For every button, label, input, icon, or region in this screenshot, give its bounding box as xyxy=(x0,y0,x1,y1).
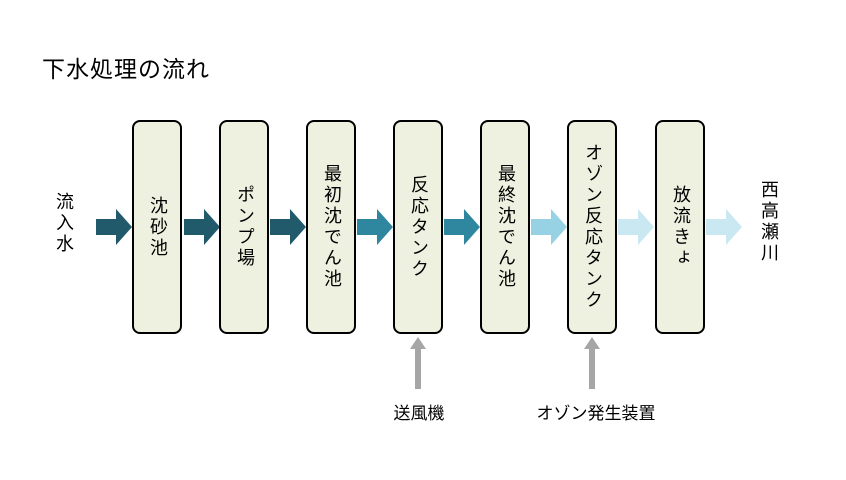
stage-discharge-channel: 放流きょ xyxy=(655,120,705,334)
flow-arrow-6-shape xyxy=(531,209,567,245)
blower-arrow-shape xyxy=(410,337,426,389)
outlet-label: 西高瀬川 xyxy=(758,180,779,264)
flow-arrow-7-shape xyxy=(618,209,654,245)
flow-arrow-5 xyxy=(444,209,480,245)
page-title: 下水処理の流れ xyxy=(42,57,210,83)
flow-arrow-1 xyxy=(96,209,132,245)
flow-arrow-3-shape xyxy=(270,209,306,245)
flow-arrow-2-shape xyxy=(184,209,220,245)
stage-label: 沈砂池 xyxy=(147,195,168,259)
stage-label: 最初沈でん池 xyxy=(321,164,342,290)
ozone-generator-arrow xyxy=(584,337,600,389)
inlet-label: 流入水 xyxy=(53,192,74,255)
stage-label: オゾン反応タンク xyxy=(582,143,603,311)
flow-arrow-6 xyxy=(531,209,567,245)
flow-arrow-4 xyxy=(357,209,393,245)
stage-final-settling-tank: 最終沈でん池 xyxy=(480,120,530,334)
stage-reaction-tank: 反応タンク xyxy=(393,120,443,334)
flow-arrow-8-shape xyxy=(706,209,742,245)
stage-pump-station: ポンプ場 xyxy=(219,120,269,334)
flow-arrow-8 xyxy=(706,209,742,245)
flow-arrow-4-shape xyxy=(357,209,393,245)
stage-label: 最終沈でん池 xyxy=(495,164,516,290)
blower-label: 送風機 xyxy=(393,404,445,424)
flow-arrow-2 xyxy=(184,209,220,245)
stage-label: 放流きょ xyxy=(670,185,691,269)
stage-label: ポンプ場 xyxy=(234,185,255,269)
stage-label: 反応タンク xyxy=(408,174,429,280)
flow-arrow-7 xyxy=(618,209,654,245)
ozone-generator-label: オゾン発生装置 xyxy=(536,404,656,424)
stage-ozone-reaction-tank: オゾン反応タンク xyxy=(567,120,617,334)
flow-arrow-1-shape xyxy=(96,209,132,245)
stage-primary-settling-tank: 最初沈でん池 xyxy=(306,120,356,334)
flow-arrow-3 xyxy=(270,209,306,245)
flow-arrow-5-shape xyxy=(444,209,480,245)
ozone-generator-arrow-shape xyxy=(584,337,600,389)
blower-arrow xyxy=(410,337,426,389)
stage-grit-chamber: 沈砂池 xyxy=(132,120,182,334)
